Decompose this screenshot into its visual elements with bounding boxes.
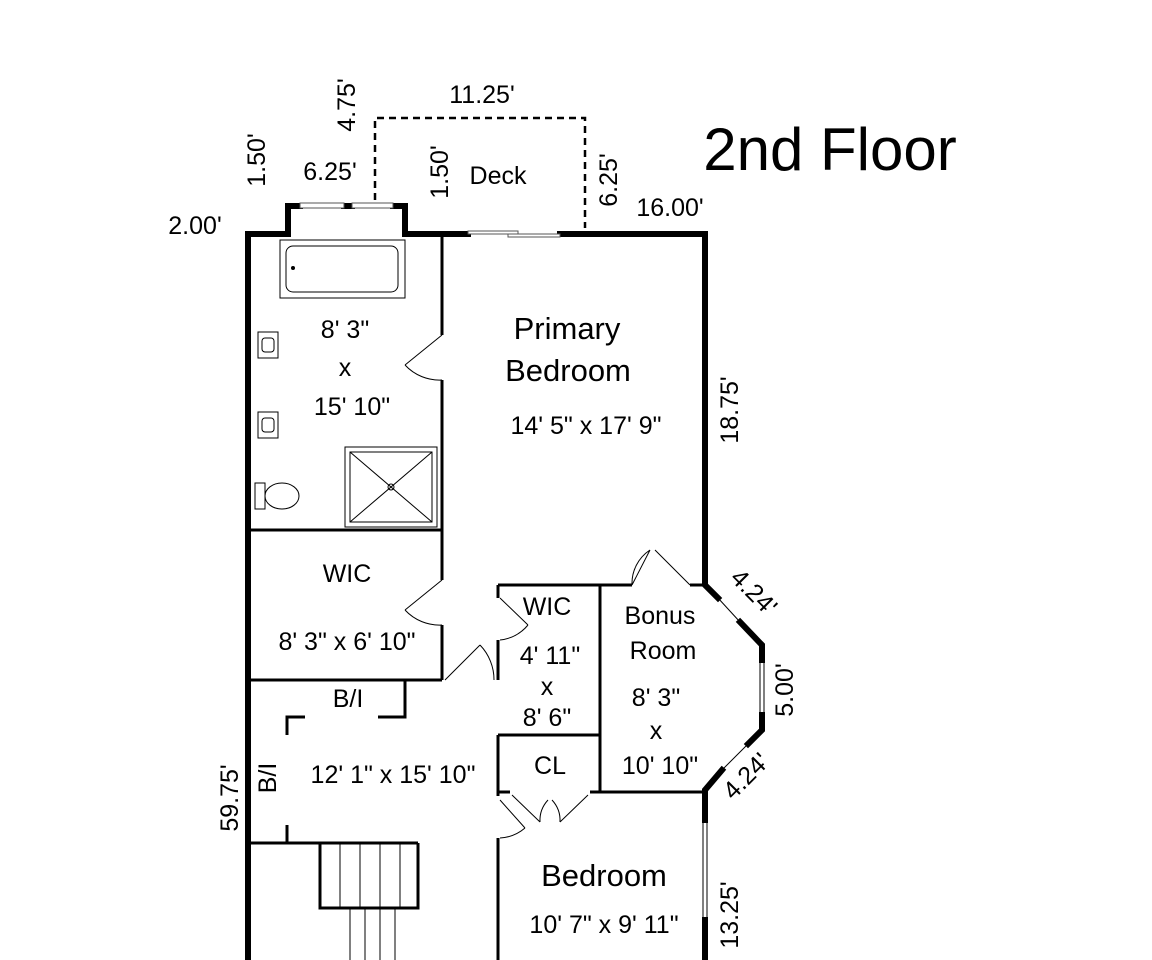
deck-inner: 1.50' (426, 145, 454, 198)
deck-left-depth: 4.75' (333, 78, 361, 131)
hall-bi-side: B/I (254, 763, 282, 794)
bath-fixtures (254, 239, 438, 528)
bedroom-name: Bedroom (541, 858, 667, 893)
deck-label: Deck (470, 162, 527, 190)
dim-bump-width: 6.25' (303, 158, 356, 186)
bath-size-1: 8' 3" (321, 316, 369, 344)
wic2-size-2: x (541, 673, 554, 701)
wic1-name: WIC (323, 560, 372, 588)
doors (404, 334, 691, 839)
bonus-size-3: 10' 10" (622, 752, 698, 780)
interior-walls (248, 234, 705, 960)
shower-icon (344, 446, 438, 528)
hall-bi-top: B/I (333, 685, 364, 713)
dim-bay-upper: 4.24' (725, 564, 783, 622)
dim-bay-lower: 4.24' (718, 748, 776, 806)
dim-top-right: 16.00' (636, 194, 703, 222)
dim-right-upper: 18.75' (716, 376, 744, 443)
toilet-icon (254, 482, 266, 510)
bonus-name-1: Bonus (625, 602, 696, 630)
wic2-size-1: 4' 11" (520, 642, 580, 670)
deck-outline (373, 116, 587, 228)
bathtub-icon (279, 239, 406, 299)
bedroom-size: 10' 7" x 9' 11" (529, 911, 678, 939)
bath-size-3: 15' 10" (314, 393, 390, 421)
bonus-size-2: x (650, 717, 663, 745)
closet-name: CL (534, 752, 566, 780)
deck-width: 11.25' (449, 81, 514, 109)
primary-size: 14' 5" x 17' 9" (510, 412, 661, 440)
sink-icon (257, 331, 279, 359)
bonus-size-1: 8' 3" (632, 684, 680, 712)
primary-name-2: Bedroom (505, 353, 631, 388)
dim-left-return: 2.00' (168, 212, 221, 240)
dim-top-left-offset: 1.50' (243, 133, 271, 186)
floor-title: 2nd Floor (703, 116, 956, 183)
wic2-size-3: 8' 6" (523, 704, 571, 732)
dim-right-lower: 13.25' (716, 881, 744, 948)
exterior-walls (245, 203, 765, 960)
stairs (318, 843, 420, 960)
deck-right-depth: 6.25' (595, 153, 623, 206)
bonus-name-2: Room (630, 637, 697, 665)
primary-name-1: Primary (514, 311, 621, 346)
wic2-name: WIC (523, 593, 572, 621)
hall-size: 12' 1" x 15' 10" (311, 761, 476, 789)
wic1-size: 8' 3" x 6' 10" (278, 628, 415, 656)
dim-left-total: 59.75' (216, 764, 244, 831)
sink-icon (257, 411, 279, 439)
dim-bay-middle: 5.00' (771, 663, 799, 716)
windows (299, 202, 765, 920)
bath-size-2: x (339, 354, 352, 382)
